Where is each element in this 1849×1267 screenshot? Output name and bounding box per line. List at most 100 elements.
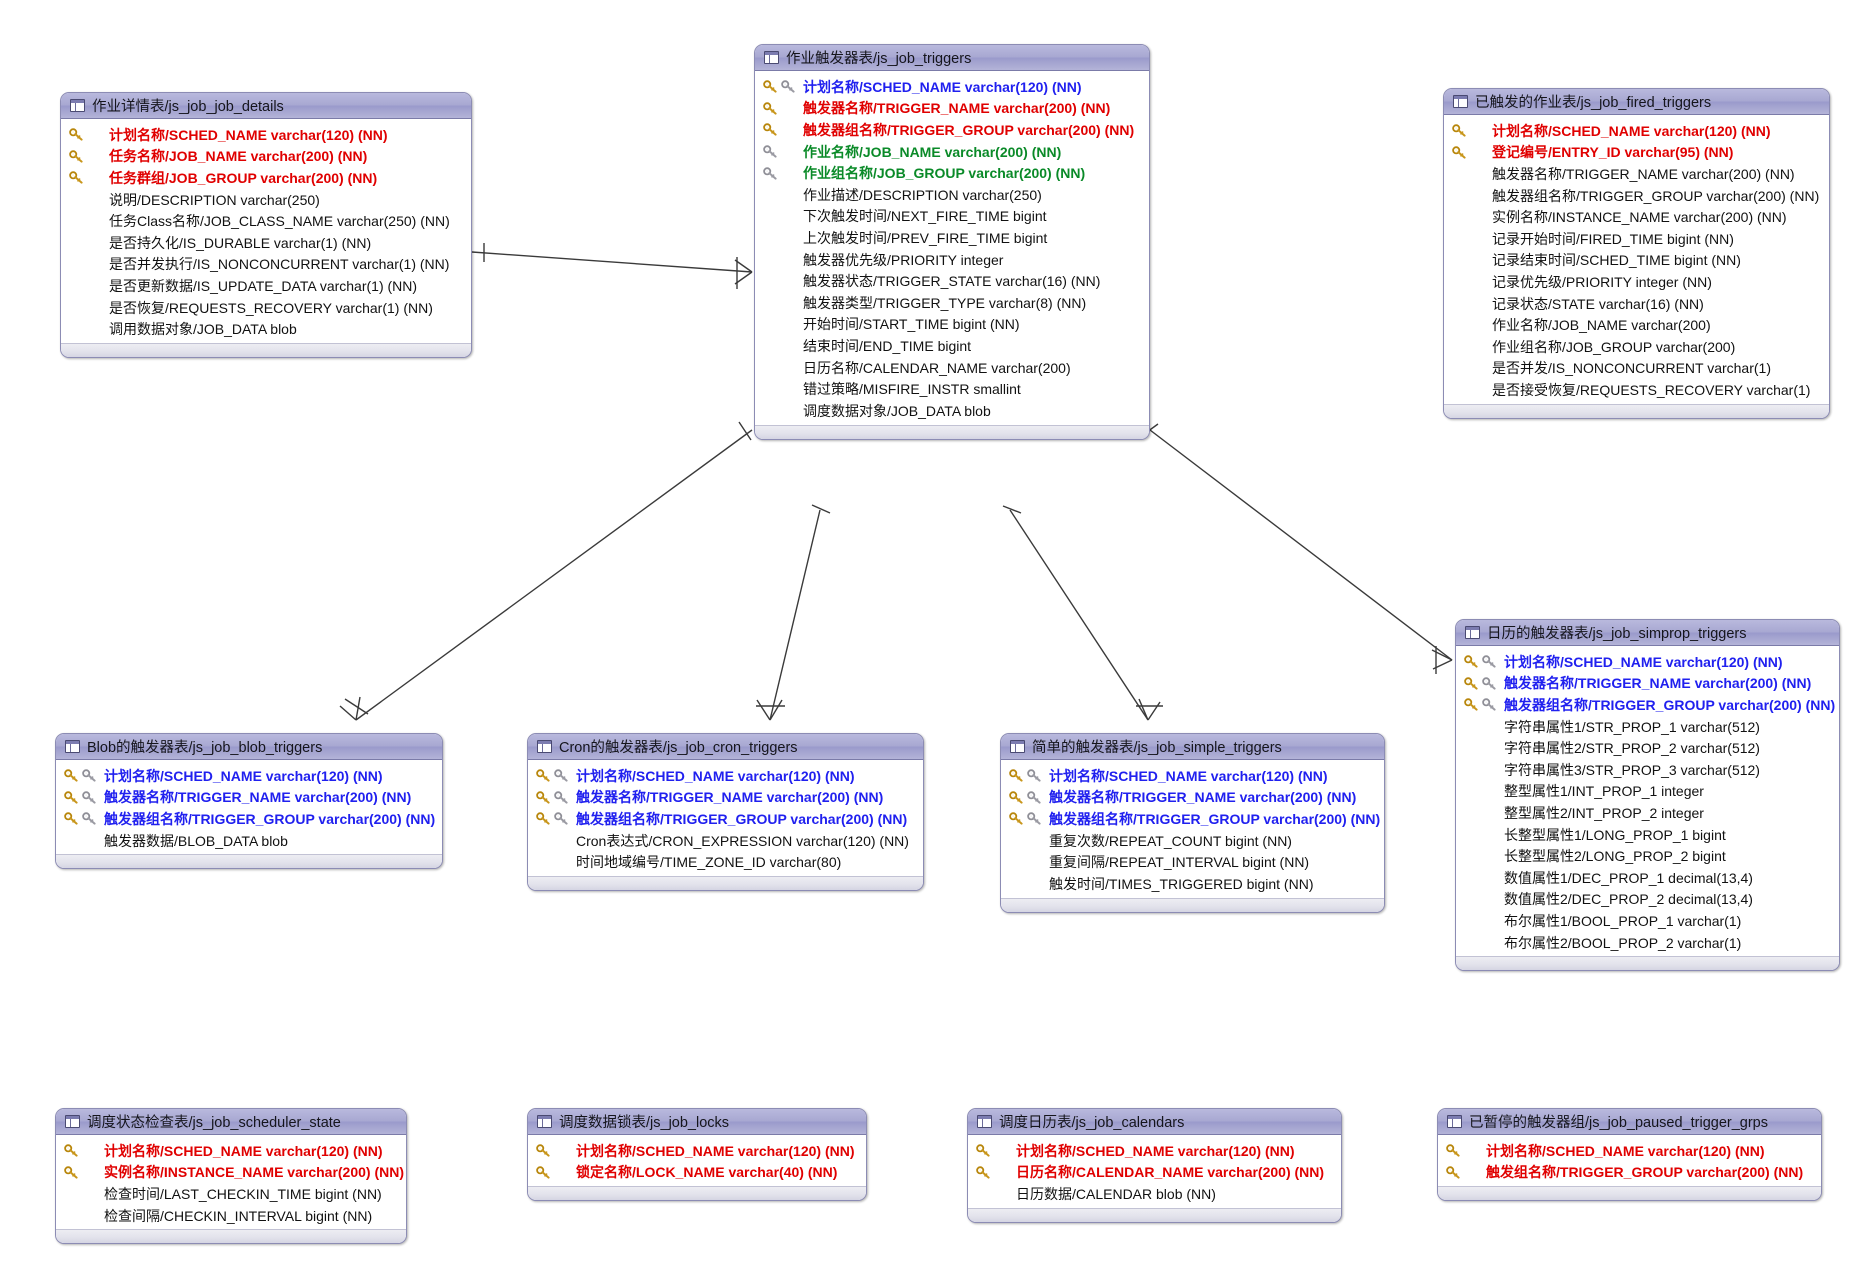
column-row[interactable]: 实例名称/INSTANCE_NAME varchar(200) (NN) [56,1162,406,1184]
column-row[interactable]: Cron表达式/CRON_EXPRESSION varchar(120) (NN… [528,830,923,852]
column-row[interactable]: 长整型属性2/LONG_PROP_2 bigint [1456,845,1839,867]
entity-paused_trigger_grps[interactable]: 已暂停的触发器组/js_job_paused_trigger_grps 计划名称/… [1437,1108,1822,1202]
column-row[interactable]: 字符串属性1/STR_PROP_1 varchar(512) [1456,716,1839,738]
column-row[interactable]: 作业组名称/JOB_GROUP varchar(200) [1444,336,1829,358]
column-row[interactable]: 记录状态/STATE varchar(16) (NN) [1444,293,1829,315]
column-row[interactable]: 触发器组名称/TRIGGER_GROUP varchar(200) (NN) [1456,694,1839,716]
column-row[interactable]: 上次触发时间/PREV_FIRE_TIME bigint [755,227,1149,249]
column-row[interactable]: 触发器状态/TRIGGER_STATE varchar(16) (NN) [755,270,1149,292]
column-row[interactable]: 字符串属性3/STR_PROP_3 varchar(512) [1456,759,1839,781]
column-row[interactable]: 触发器类型/TRIGGER_TYPE varchar(8) (NN) [755,292,1149,314]
entity-cron_triggers[interactable]: Cron的触发器表/js_job_cron_triggers 计划名称/SCHED… [527,733,924,891]
entity-header-blob_triggers[interactable]: Blob的触发器表/js_job_blob_triggers [56,734,442,760]
column-row[interactable]: 下次触发时间/NEXT_FIRE_TIME bigint [755,206,1149,228]
column-row[interactable]: 布尔属性2/BOOL_PROP_2 varchar(1) [1456,932,1839,954]
column-row[interactable]: 作业描述/DESCRIPTION varchar(250) [755,184,1149,206]
column-row[interactable]: 记录开始时间/FIRED_TIME bigint (NN) [1444,228,1829,250]
column-row[interactable]: 触发器组名称/TRIGGER_GROUP varchar(200) (NN) [56,808,442,830]
column-row[interactable]: 日历名称/CALENDAR_NAME varchar(200) (NN) [968,1162,1341,1184]
entity-header-job_details[interactable]: 作业详情表/js_job_job_details [61,93,471,119]
column-row[interactable]: 触发器名称/TRIGGER_NAME varchar(200) (NN) [1456,673,1839,695]
column-row[interactable]: 锁定名称/LOCK_NAME varchar(40) (NN) [528,1162,866,1184]
column-row[interactable]: 结束时间/END_TIME bigint [755,335,1149,357]
entity-simple_triggers[interactable]: 简单的触发器表/js_job_simple_triggers 计划名称/SCHED… [1000,733,1385,913]
column-row[interactable]: 计划名称/SCHED_NAME varchar(120) (NN) [528,1140,866,1162]
column-row[interactable]: 说明/DESCRIPTION varchar(250) [61,189,471,211]
entity-header-simprop_triggers[interactable]: 日历的触发器表/js_job_simprop_triggers [1456,620,1839,646]
entity-calendars[interactable]: 调度日历表/js_job_calendars 计划名称/SCHED_NAME va… [967,1108,1342,1223]
column-row[interactable]: 日历数据/CALENDAR blob (NN) [968,1183,1341,1205]
column-row[interactable]: 任务名称/JOB_NAME varchar(200) (NN) [61,146,471,168]
column-row[interactable]: 计划名称/SCHED_NAME varchar(120) (NN) [1001,765,1384,787]
column-row[interactable]: 是否更新数据/IS_UPDATE_DATA varchar(1) (NN) [61,275,471,297]
column-row[interactable]: 计划名称/SCHED_NAME varchar(120) (NN) [755,76,1149,98]
column-row[interactable]: 触发器组名称/TRIGGER_GROUP varchar(200) (NN) [528,808,923,830]
column-row[interactable]: 布尔属性1/BOOL_PROP_1 varchar(1) [1456,910,1839,932]
entity-header-simple_triggers[interactable]: 简单的触发器表/js_job_simple_triggers [1001,734,1384,760]
column-row[interactable]: 触发器组名称/TRIGGER_GROUP varchar(200) (NN) [755,119,1149,141]
entity-header-fired_triggers[interactable]: 已触发的作业表/js_job_fired_triggers [1444,89,1829,115]
column-row[interactable]: 时间地域编号/TIME_ZONE_ID varchar(80) [528,851,923,873]
entity-header-scheduler_state[interactable]: 调度状态检查表/js_job_scheduler_state [56,1109,406,1135]
column-row[interactable]: 触发时间/TIMES_TRIGGERED bigint (NN) [1001,873,1384,895]
column-row[interactable]: 是否持久化/IS_DURABLE varchar(1) (NN) [61,232,471,254]
entity-scheduler_state[interactable]: 调度状态检查表/js_job_scheduler_state 计划名称/SCHED… [55,1108,407,1245]
column-row[interactable]: 数值属性1/DEC_PROP_1 decimal(13,4) [1456,867,1839,889]
column-row[interactable]: 字符串属性2/STR_PROP_2 varchar(512) [1456,737,1839,759]
column-row[interactable]: 计划名称/SCHED_NAME varchar(120) (NN) [56,765,442,787]
entity-job_details[interactable]: 作业详情表/js_job_job_details 计划名称/SCHED_NAME … [60,92,472,358]
column-row[interactable]: 日历名称/CALENDAR_NAME varchar(200) [755,357,1149,379]
column-row[interactable]: 计划名称/SCHED_NAME varchar(120) (NN) [1444,120,1829,142]
column-row[interactable]: 触发器名称/TRIGGER_NAME varchar(200) (NN) [528,787,923,809]
entity-header-cron_triggers[interactable]: Cron的触发器表/js_job_cron_triggers [528,734,923,760]
column-row[interactable]: 错过策略/MISFIRE_INSTR smallint [755,378,1149,400]
column-row[interactable]: 计划名称/SCHED_NAME varchar(120) (NN) [61,124,471,146]
column-row[interactable]: 计划名称/SCHED_NAME varchar(120) (NN) [968,1140,1341,1162]
column-row[interactable]: 作业名称/JOB_NAME varchar(200) (NN) [755,141,1149,163]
entity-job_triggers[interactable]: 作业触发器表/js_job_triggers 计划名称/SCHED_NAME va… [754,44,1150,440]
column-row[interactable]: 长整型属性1/LONG_PROP_1 bigint [1456,824,1839,846]
column-row[interactable]: 是否并发执行/IS_NONCONCURRENT varchar(1) (NN) [61,254,471,276]
column-row[interactable]: 记录优先级/PRIORITY integer (NN) [1444,271,1829,293]
column-row[interactable]: 是否接受恢复/REQUESTS_RECOVERY varchar(1) [1444,379,1829,401]
column-row[interactable]: 调用数据对象/JOB_DATA blob [61,318,471,340]
entity-locks[interactable]: 调度数据锁表/js_job_locks 计划名称/SCHED_NAME varch… [527,1108,867,1202]
column-row[interactable]: 触发组名称/TRIGGER_GROUP varchar(200) (NN) [1438,1162,1821,1184]
column-row[interactable]: 重复间隔/REPEAT_INTERVAL bigint (NN) [1001,851,1384,873]
entity-fired_triggers[interactable]: 已触发的作业表/js_job_fired_triggers 计划名称/SCHED_… [1443,88,1830,419]
column-row[interactable]: 调度数据对象/JOB_DATA blob [755,400,1149,422]
column-row[interactable]: 是否恢复/REQUESTS_RECOVERY varchar(1) (NN) [61,297,471,319]
entity-header-calendars[interactable]: 调度日历表/js_job_calendars [968,1109,1341,1135]
column-row[interactable]: 任务群组/JOB_GROUP varchar(200) (NN) [61,167,471,189]
entity-header-job_triggers[interactable]: 作业触发器表/js_job_triggers [755,45,1149,71]
entity-blob_triggers[interactable]: Blob的触发器表/js_job_blob_triggers 计划名称/SCHED… [55,733,443,870]
entity-header-paused_trigger_grps[interactable]: 已暂停的触发器组/js_job_paused_trigger_grps [1438,1109,1821,1135]
column-row[interactable]: 检查时间/LAST_CHECKIN_TIME bigint (NN) [56,1183,406,1205]
entity-simprop_triggers[interactable]: 日历的触发器表/js_job_simprop_triggers 计划名称/SCHE… [1455,619,1840,972]
column-row[interactable]: 计划名称/SCHED_NAME varchar(120) (NN) [56,1140,406,1162]
column-row[interactable]: 作业组名称/JOB_GROUP varchar(200) (NN) [755,162,1149,184]
column-row[interactable]: 数值属性2/DEC_PROP_2 decimal(13,4) [1456,889,1839,911]
column-row[interactable]: 触发器名称/TRIGGER_NAME varchar(200) (NN) [755,98,1149,120]
column-row[interactable]: 计划名称/SCHED_NAME varchar(120) (NN) [1456,651,1839,673]
column-row[interactable]: 记录结束时间/SCHED_TIME bigint (NN) [1444,250,1829,272]
column-row[interactable]: 作业名称/JOB_NAME varchar(200) [1444,314,1829,336]
column-row[interactable]: 计划名称/SCHED_NAME varchar(120) (NN) [528,765,923,787]
column-row[interactable]: 整型属性2/INT_PROP_2 integer [1456,802,1839,824]
entity-header-locks[interactable]: 调度数据锁表/js_job_locks [528,1109,866,1135]
column-row[interactable]: 触发器名称/TRIGGER_NAME varchar(200) (NN) [1444,163,1829,185]
column-row[interactable]: 重复次数/REPEAT_COUNT bigint (NN) [1001,830,1384,852]
column-row[interactable]: 计划名称/SCHED_NAME varchar(120) (NN) [1438,1140,1821,1162]
column-row[interactable]: 触发器组名称/TRIGGER_GROUP varchar(200) (NN) [1444,185,1829,207]
column-row[interactable]: 触发器组名称/TRIGGER_GROUP varchar(200) (NN) [1001,808,1384,830]
column-row[interactable]: 整型属性1/INT_PROP_1 integer [1456,781,1839,803]
column-row[interactable]: 触发器名称/TRIGGER_NAME varchar(200) (NN) [56,787,442,809]
column-row[interactable]: 触发器数据/BLOB_DATA blob [56,830,442,852]
column-row[interactable]: 开始时间/START_TIME bigint (NN) [755,314,1149,336]
column-row[interactable]: 登记编号/ENTRY_ID varchar(95) (NN) [1444,142,1829,164]
column-row[interactable]: 是否并发/IS_NONCONCURRENT varchar(1) [1444,358,1829,380]
column-row[interactable]: 任务Class名称/JOB_CLASS_NAME varchar(250) (N… [61,210,471,232]
column-row[interactable]: 实例名称/INSTANCE_NAME varchar(200) (NN) [1444,206,1829,228]
column-row[interactable]: 触发器优先级/PRIORITY integer [755,249,1149,271]
column-row[interactable]: 检查间隔/CHECKIN_INTERVAL bigint (NN) [56,1205,406,1227]
